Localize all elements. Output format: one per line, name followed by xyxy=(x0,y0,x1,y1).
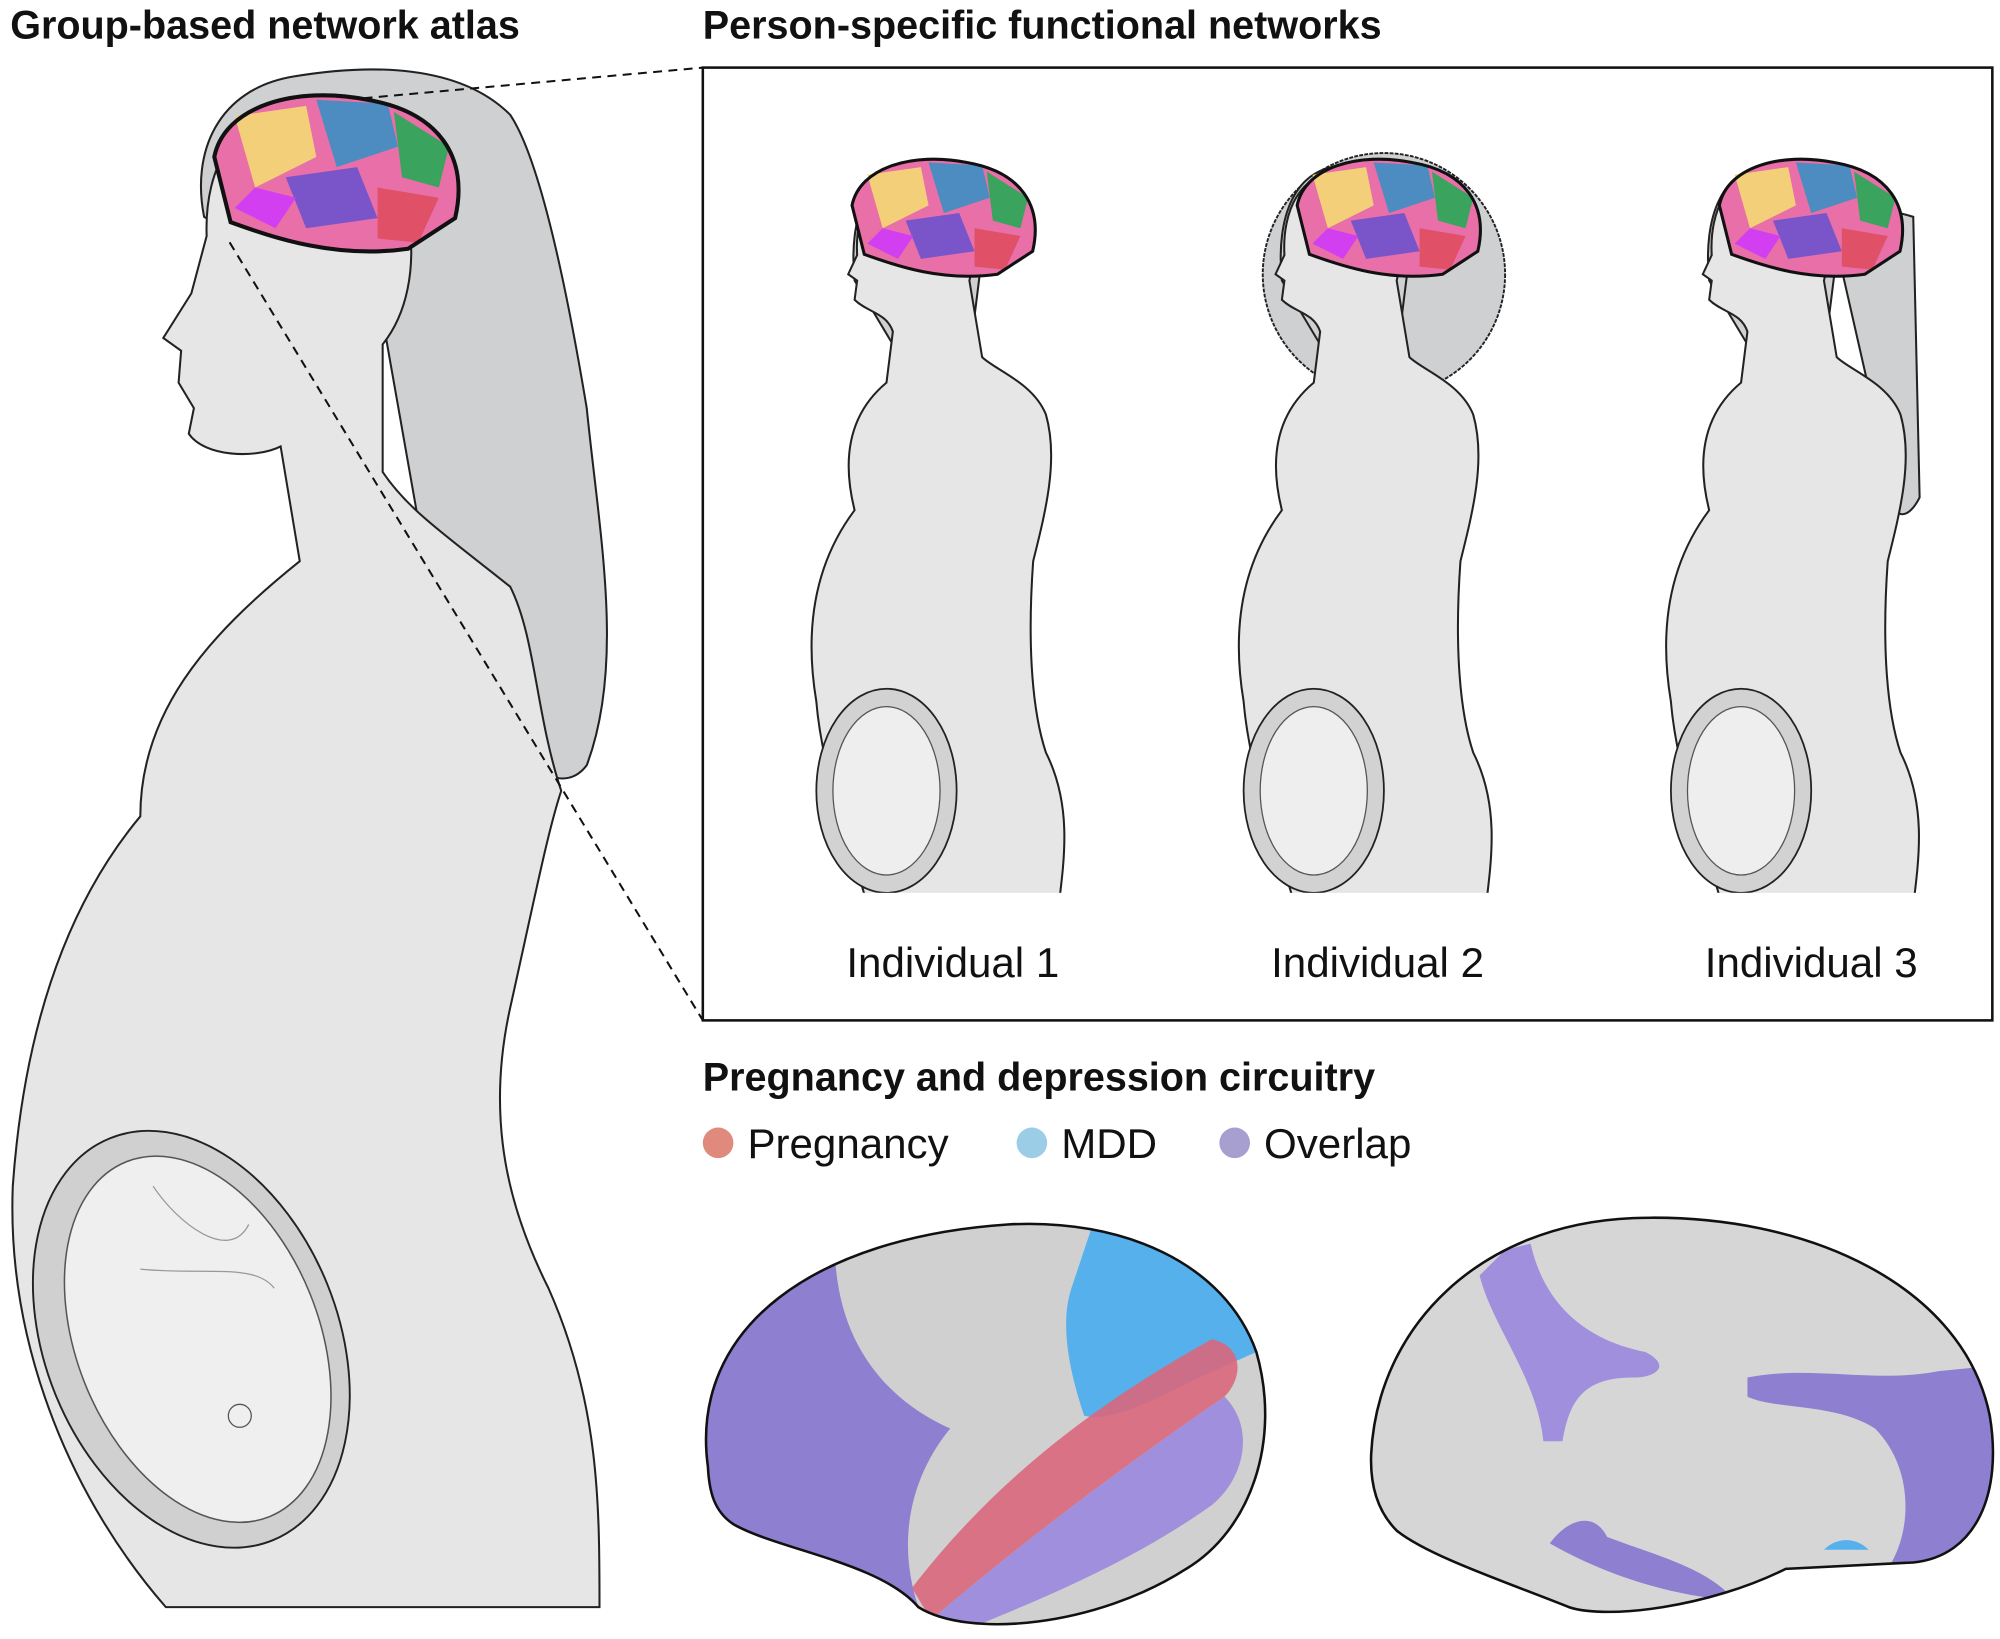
legend-label: Pregnancy xyxy=(747,1120,948,1167)
legend-swatch-overlap xyxy=(1219,1127,1250,1159)
medial-brain-surface xyxy=(1369,1216,1995,1614)
circuitry-title: Pregnancy and depression circuitry xyxy=(703,1056,1375,1100)
individual-label: Individual 2 xyxy=(1271,939,1484,986)
legend-swatch-mdd xyxy=(1016,1127,1048,1159)
legend-swatch-pregnancy xyxy=(702,1127,734,1159)
zoom-connector-top xyxy=(363,66,703,100)
person-specific-title: Person-specific functional networks xyxy=(703,3,1382,47)
atlas-title: Group-based network atlas xyxy=(10,3,520,47)
individual-label: Individual 1 xyxy=(846,939,1059,986)
individual-label: Individual 3 xyxy=(1705,939,1918,986)
legend: Pregnancy MDD Overlap xyxy=(702,1120,1411,1167)
individual-3-figure xyxy=(1665,157,1921,907)
legend-label: MDD xyxy=(1061,1120,1157,1167)
legend-label: Overlap xyxy=(1264,1120,1411,1167)
group-atlas-figure xyxy=(11,68,608,1609)
lateral-brain-surface xyxy=(704,1222,1267,1626)
individual-2-figure xyxy=(1237,152,1507,907)
zoom-connector-bottom xyxy=(228,241,704,1021)
